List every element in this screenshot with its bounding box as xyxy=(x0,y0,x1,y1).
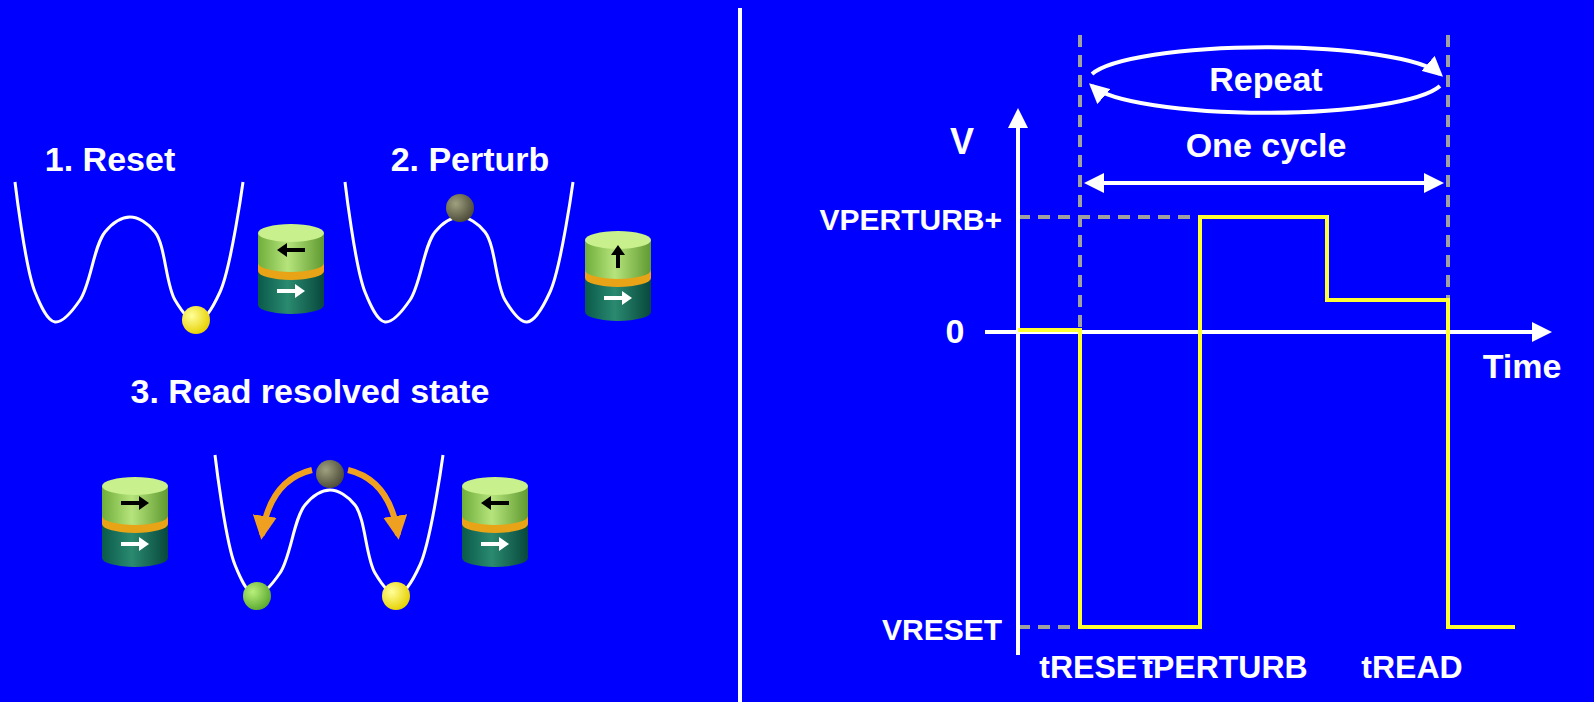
state-ball xyxy=(182,306,210,334)
transition-arrow xyxy=(262,470,312,535)
voltage-waveform xyxy=(1018,217,1515,627)
label: tRESET xyxy=(1039,650,1156,685)
state-ball xyxy=(316,460,344,488)
label: 2. Perturb xyxy=(391,141,550,178)
energy-well xyxy=(215,455,443,595)
state-ball xyxy=(382,582,410,610)
label: One cycle xyxy=(1186,127,1347,164)
panel-divider xyxy=(738,8,742,702)
state-ball xyxy=(243,582,271,610)
v-axis xyxy=(1016,112,1020,655)
label: VRESET xyxy=(882,613,1002,646)
label: tPERTURB xyxy=(1142,650,1307,685)
label: 3. Read resolved state xyxy=(130,373,489,410)
transition-arrow xyxy=(348,470,398,535)
guide-line xyxy=(1018,215,1200,219)
mtj-symbol xyxy=(102,477,168,567)
label: VPERTURB+ xyxy=(819,203,1002,236)
label: Repeat xyxy=(1209,61,1322,98)
label: V xyxy=(950,122,974,162)
mtj-symbol xyxy=(585,231,651,321)
guide-line xyxy=(1018,625,1078,629)
label: Time xyxy=(1483,348,1562,385)
energy-well xyxy=(345,182,573,322)
label: tREAD xyxy=(1361,650,1462,685)
state-ball xyxy=(446,194,474,222)
label: 1. Reset xyxy=(45,141,175,178)
cycle-arrow xyxy=(1088,181,1440,185)
mtj-symbol xyxy=(462,477,528,567)
label: 0 xyxy=(946,313,965,350)
energy-well xyxy=(15,182,243,322)
mtj-symbol xyxy=(258,224,324,314)
